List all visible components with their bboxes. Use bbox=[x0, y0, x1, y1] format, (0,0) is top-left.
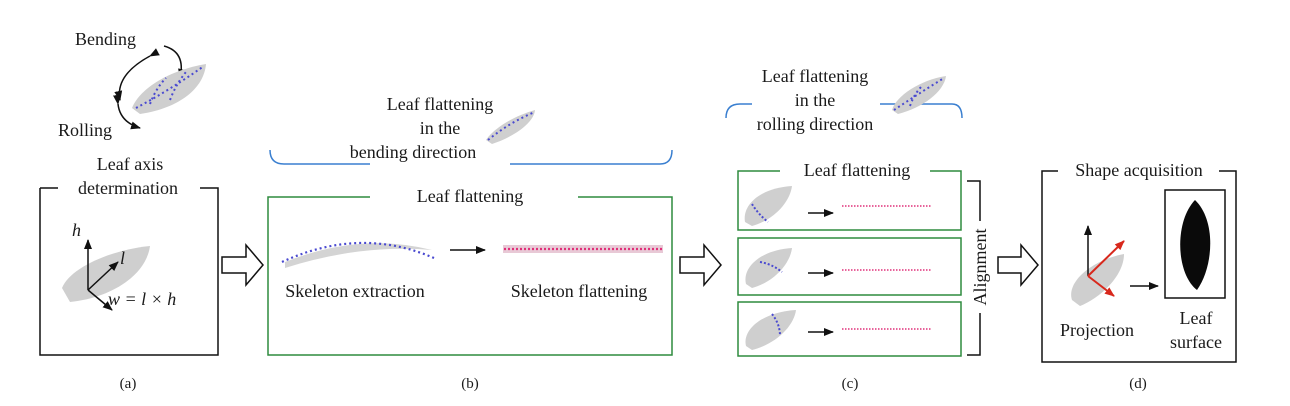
roll-blue-bracket bbox=[725, 103, 963, 119]
skeleton-extraction-label: Skeleton extraction bbox=[285, 281, 424, 301]
shape-acq-box bbox=[1041, 170, 1237, 363]
bend-bracket-line1: Leaf flattening bbox=[387, 94, 493, 114]
leaf-shape bbox=[132, 64, 206, 114]
axis-w-label: w = l × h bbox=[108, 289, 176, 309]
skeleton-flattening-leaf bbox=[503, 245, 663, 253]
leaf-skeleton-cross2 bbox=[169, 71, 187, 101]
leaf-skeleton-cross1 bbox=[149, 77, 167, 105]
axis-l-arrow bbox=[87, 261, 119, 291]
skeleton-flattening-label: Skeleton flattening bbox=[511, 281, 647, 301]
roll-row2-box bbox=[737, 237, 962, 296]
bend-green-box bbox=[267, 196, 673, 356]
roll-bracket-line2: in the bbox=[795, 90, 836, 110]
caption-b: (b) bbox=[461, 376, 479, 392]
alignment-bracket bbox=[967, 180, 981, 356]
projection-label: Projection bbox=[1060, 320, 1134, 340]
caption-c: (c) bbox=[842, 376, 859, 392]
flow-arrow-a-b bbox=[221, 242, 264, 288]
roll-row2-leaf bbox=[745, 248, 792, 288]
axis-h-label: h bbox=[72, 220, 81, 240]
skeleton-extraction-leaf bbox=[285, 243, 432, 268]
roll-row1-leaf bbox=[744, 186, 792, 226]
leaf-axis-box bbox=[39, 187, 219, 356]
bend-leaf-skeleton bbox=[487, 111, 536, 141]
roll-row3-skeleton bbox=[771, 313, 781, 337]
bending-label: Bending bbox=[75, 29, 136, 49]
roll-row3-box bbox=[737, 301, 962, 357]
leaf-surface-line1: Leaf bbox=[1180, 308, 1213, 328]
roll-row3-leaf bbox=[745, 310, 796, 350]
caption-d: (d) bbox=[1129, 376, 1147, 392]
roll-row2-skeleton bbox=[759, 261, 783, 273]
axis-w-arrow bbox=[87, 289, 113, 311]
bend-bracket-line3: bending direction bbox=[350, 142, 476, 162]
leaf-surface-frame bbox=[1164, 189, 1226, 299]
bend-blue-bracket bbox=[269, 149, 673, 165]
panel-c: Leaf flattening in the rolling direction… bbox=[725, 66, 990, 392]
leaf-3d-icon bbox=[132, 64, 206, 114]
leaf-axis-title-1: Leaf axis bbox=[97, 154, 163, 174]
roll-box-title: Leaf flattening bbox=[804, 160, 910, 180]
leaf-surface-line2: surface bbox=[1170, 332, 1222, 352]
panel-d: Shape acquisition Projection Leaf surfac… bbox=[1041, 160, 1237, 392]
roll-leaf-skeleton-cross bbox=[909, 85, 923, 107]
roll-row1-skeleton bbox=[751, 203, 769, 223]
roll-leaf-icon bbox=[892, 76, 946, 114]
caption-a: (a) bbox=[120, 376, 137, 392]
leaf-surface-silhouette bbox=[1180, 200, 1211, 290]
alignment-label: Alignment bbox=[970, 229, 990, 306]
leaf-axis-title-2: determination bbox=[78, 178, 178, 198]
roll-bracket-line3: rolling direction bbox=[757, 114, 873, 134]
projection-leaf bbox=[1071, 254, 1124, 306]
projection-axis-red-1 bbox=[1087, 240, 1125, 277]
flow-arrow-b-c bbox=[679, 242, 722, 288]
axis-l-label: l bbox=[120, 248, 125, 268]
roll-row1-box bbox=[737, 170, 962, 231]
bend-bracket-line2: in the bbox=[420, 118, 461, 138]
flow-arrow-c-d bbox=[997, 242, 1039, 288]
bend-box-title: Leaf flattening bbox=[417, 186, 523, 206]
rolling-label: Rolling bbox=[58, 120, 112, 140]
panel-b: Leaf flattening in the bending direction… bbox=[267, 94, 673, 392]
rolling-arrow bbox=[113, 94, 141, 130]
roll-bracket-line1: Leaf flattening bbox=[762, 66, 868, 86]
panel-a: Bending Rolling Leaf axis determination … bbox=[39, 29, 219, 392]
shape-acq-title: Shape acquisition bbox=[1075, 160, 1202, 180]
projection-axis-red-2 bbox=[1087, 275, 1115, 297]
